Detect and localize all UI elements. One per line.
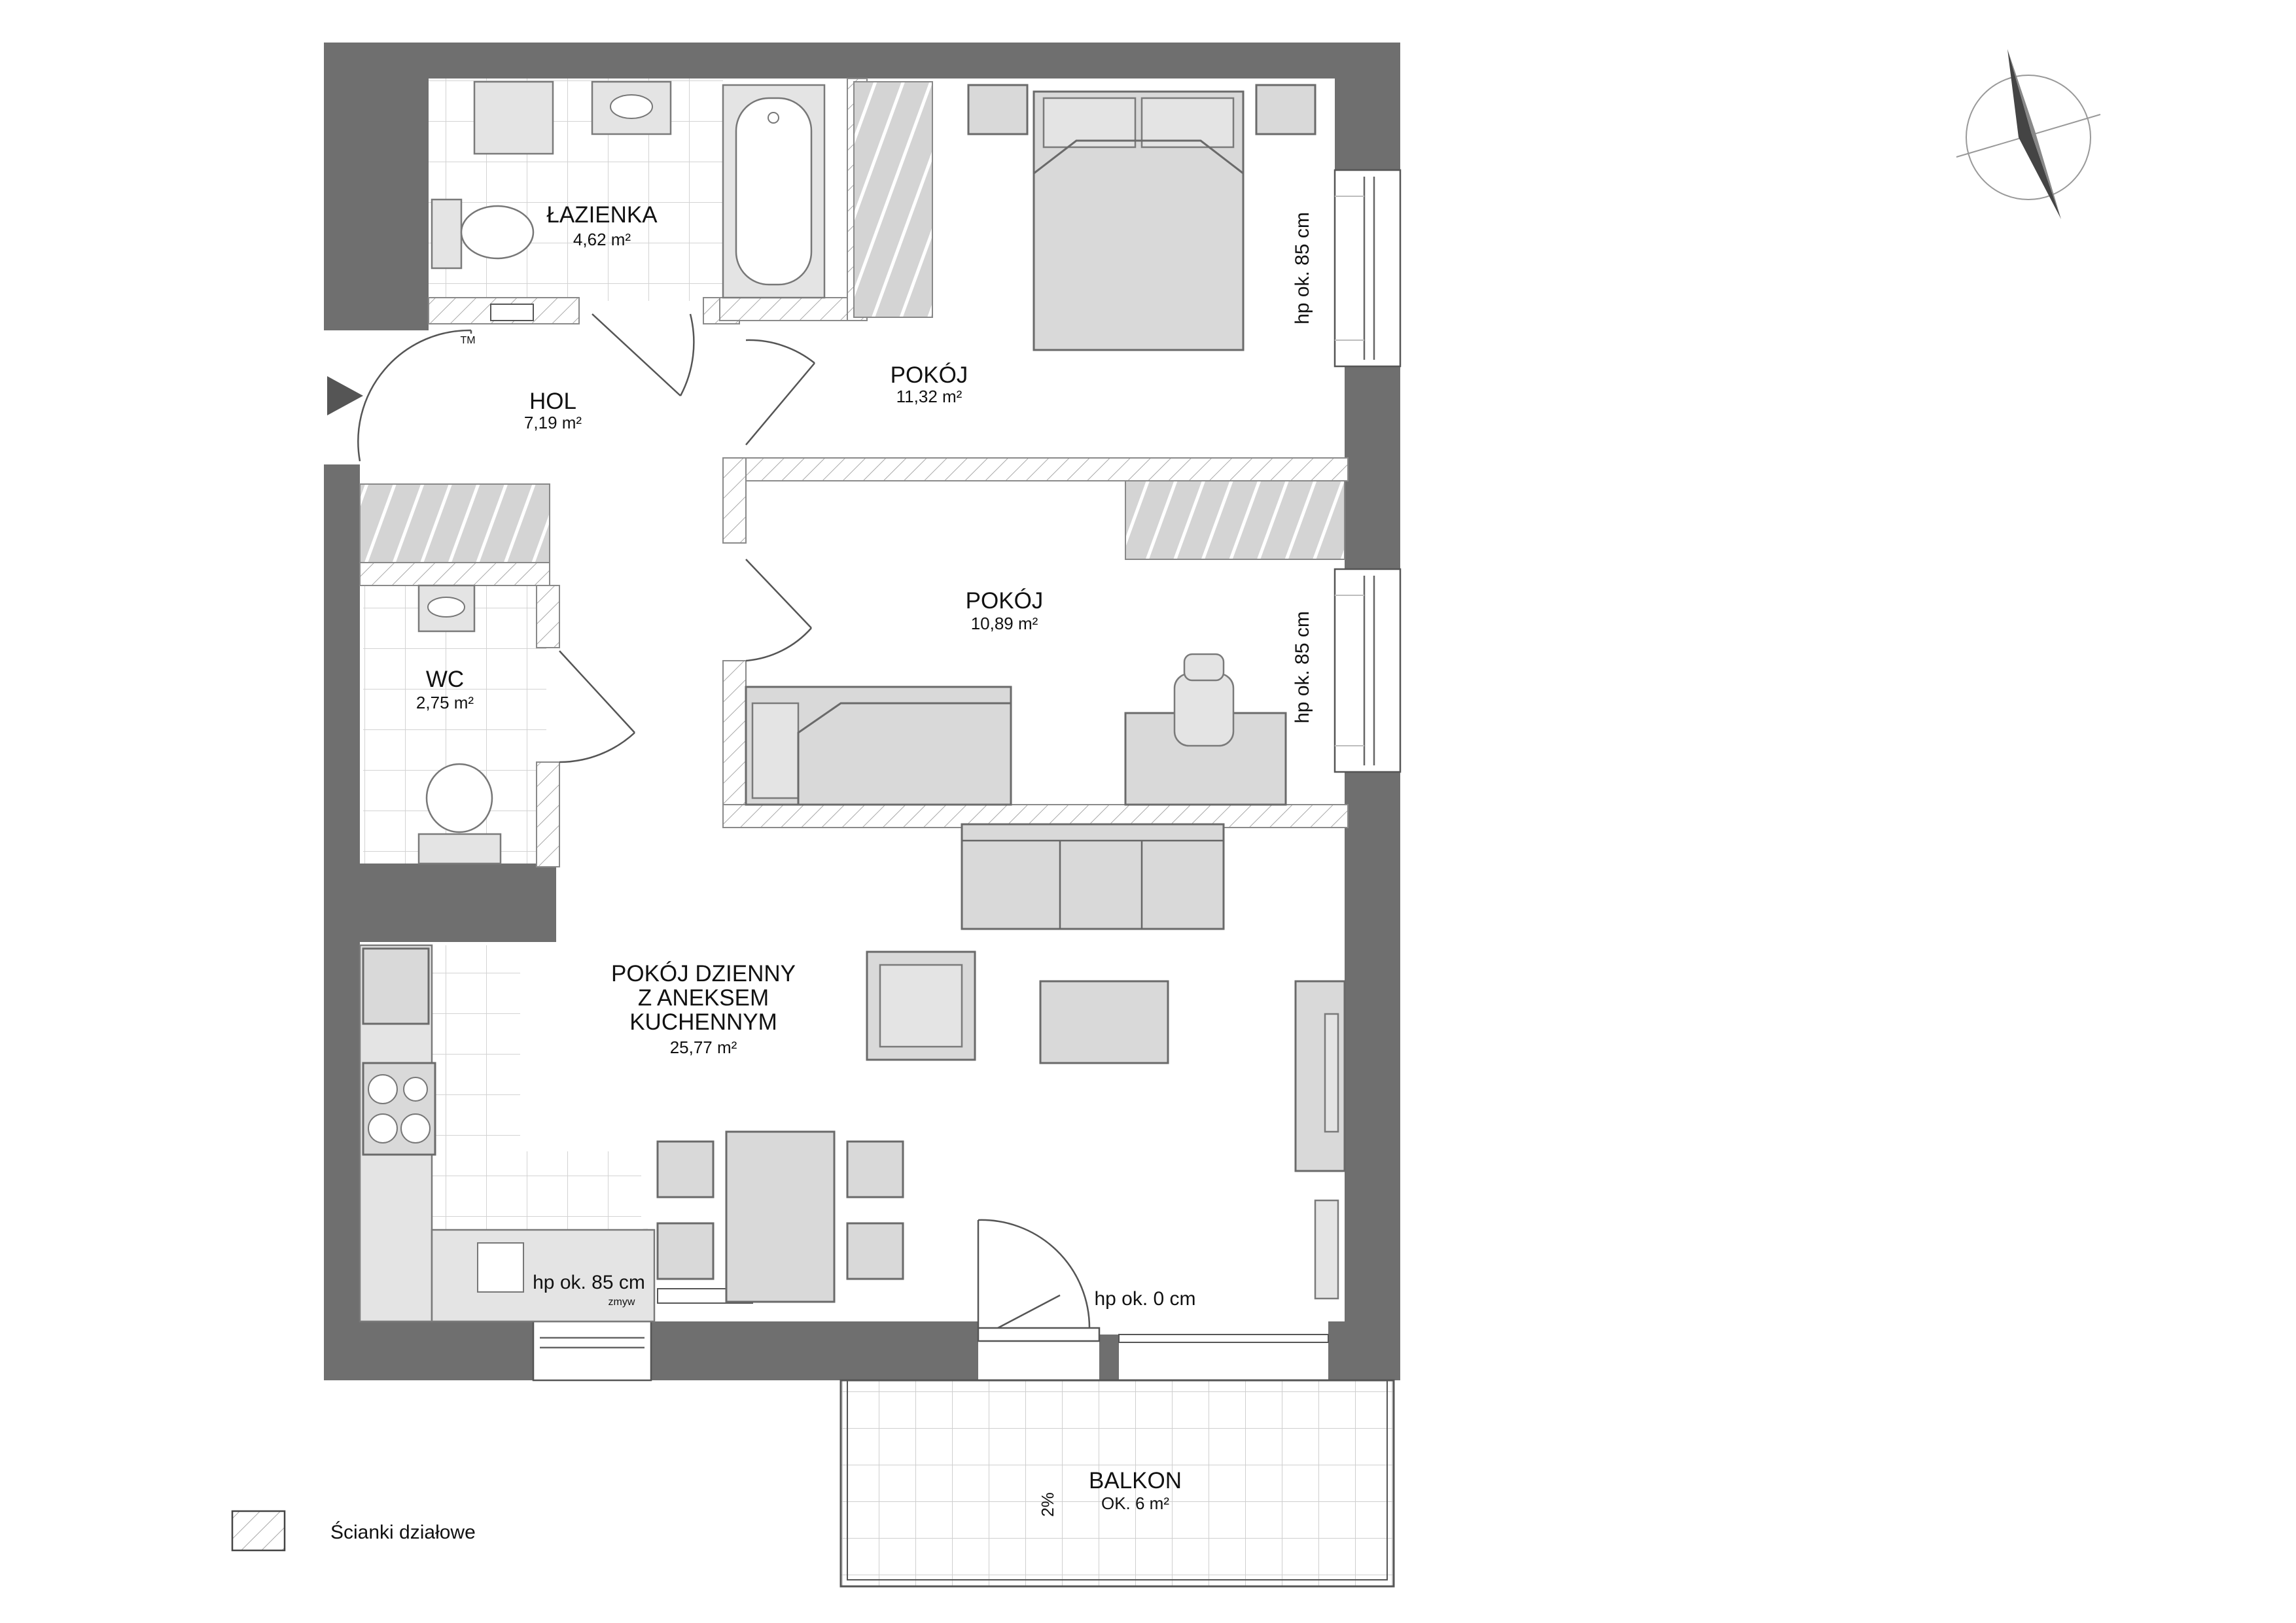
hall-wardrobe	[359, 483, 550, 563]
label-wc-name: WC	[426, 667, 464, 692]
label-hol-name: HOL	[529, 389, 576, 414]
outer-walls	[324, 43, 1400, 1380]
label-lazienka-name: ŁAZIENKA	[546, 202, 658, 228]
bathroom-floor-tiles	[429, 79, 723, 301]
legend-label: Ścianki działowe	[330, 1521, 476, 1543]
label-dzienny-area: 25,77 m²	[670, 1038, 737, 1057]
annotation-window-height-1: hp ok. 85 cm	[1292, 212, 1313, 324]
window-bedroom-1	[1333, 169, 1402, 368]
legend-swatch	[231, 1510, 286, 1552]
label-dzienny-line1: POKÓJ DZIENNY	[611, 961, 796, 986]
label-wc-area: 2,75 m²	[416, 693, 474, 712]
living-furniture	[656, 823, 1346, 1303]
annotation-window-height-2: hp ok. 85 cm	[1292, 611, 1313, 724]
label-pokoj2-area: 10,89 m²	[971, 614, 1038, 633]
annotation-window-height-kitchen: hp ok. 85 cm	[533, 1272, 645, 1293]
annotation-sink: zmyw	[609, 1297, 635, 1308]
label-dzienny-line2: Z ANEKSEM	[638, 985, 769, 1011]
window-bedroom-2	[1333, 568, 1402, 773]
label-pokoj1-area: 11,32 m²	[896, 387, 963, 406]
bedroom-2-furniture	[745, 480, 1345, 806]
compass-north-icon	[1956, 49, 2101, 219]
kitchen-floor-tiles	[432, 945, 641, 1230]
label-dzienny-line3: KUCHENNYM	[629, 1009, 777, 1035]
bathroom-fixtures	[431, 80, 933, 321]
annotation-meter: TM	[460, 335, 475, 346]
window-kitchen	[532, 1320, 652, 1382]
balcony	[839, 1379, 1395, 1588]
label-pokoj2-name: POKÓJ	[966, 588, 1044, 614]
label-balkon-slope: 2%	[1038, 1492, 1057, 1517]
bedroom-1-furniture	[967, 84, 1316, 351]
entrance-arrow-icon	[327, 376, 363, 415]
label-pokoj1-name: POKÓJ	[891, 362, 968, 388]
kitchen-units	[359, 944, 753, 1323]
label-balkon-name: BALKON	[1089, 1468, 1182, 1493]
label-lazienka-area: 4,62 m²	[573, 230, 631, 249]
label-hol-area: 7,19 m²	[524, 413, 582, 432]
wc-fixtures	[417, 584, 502, 865]
label-balkon-area: OK. 6 m²	[1101, 1493, 1169, 1513]
balcony-door	[977, 1327, 1329, 1343]
annotation-door-height-balcony: hp ok. 0 cm	[1094, 1288, 1195, 1310]
